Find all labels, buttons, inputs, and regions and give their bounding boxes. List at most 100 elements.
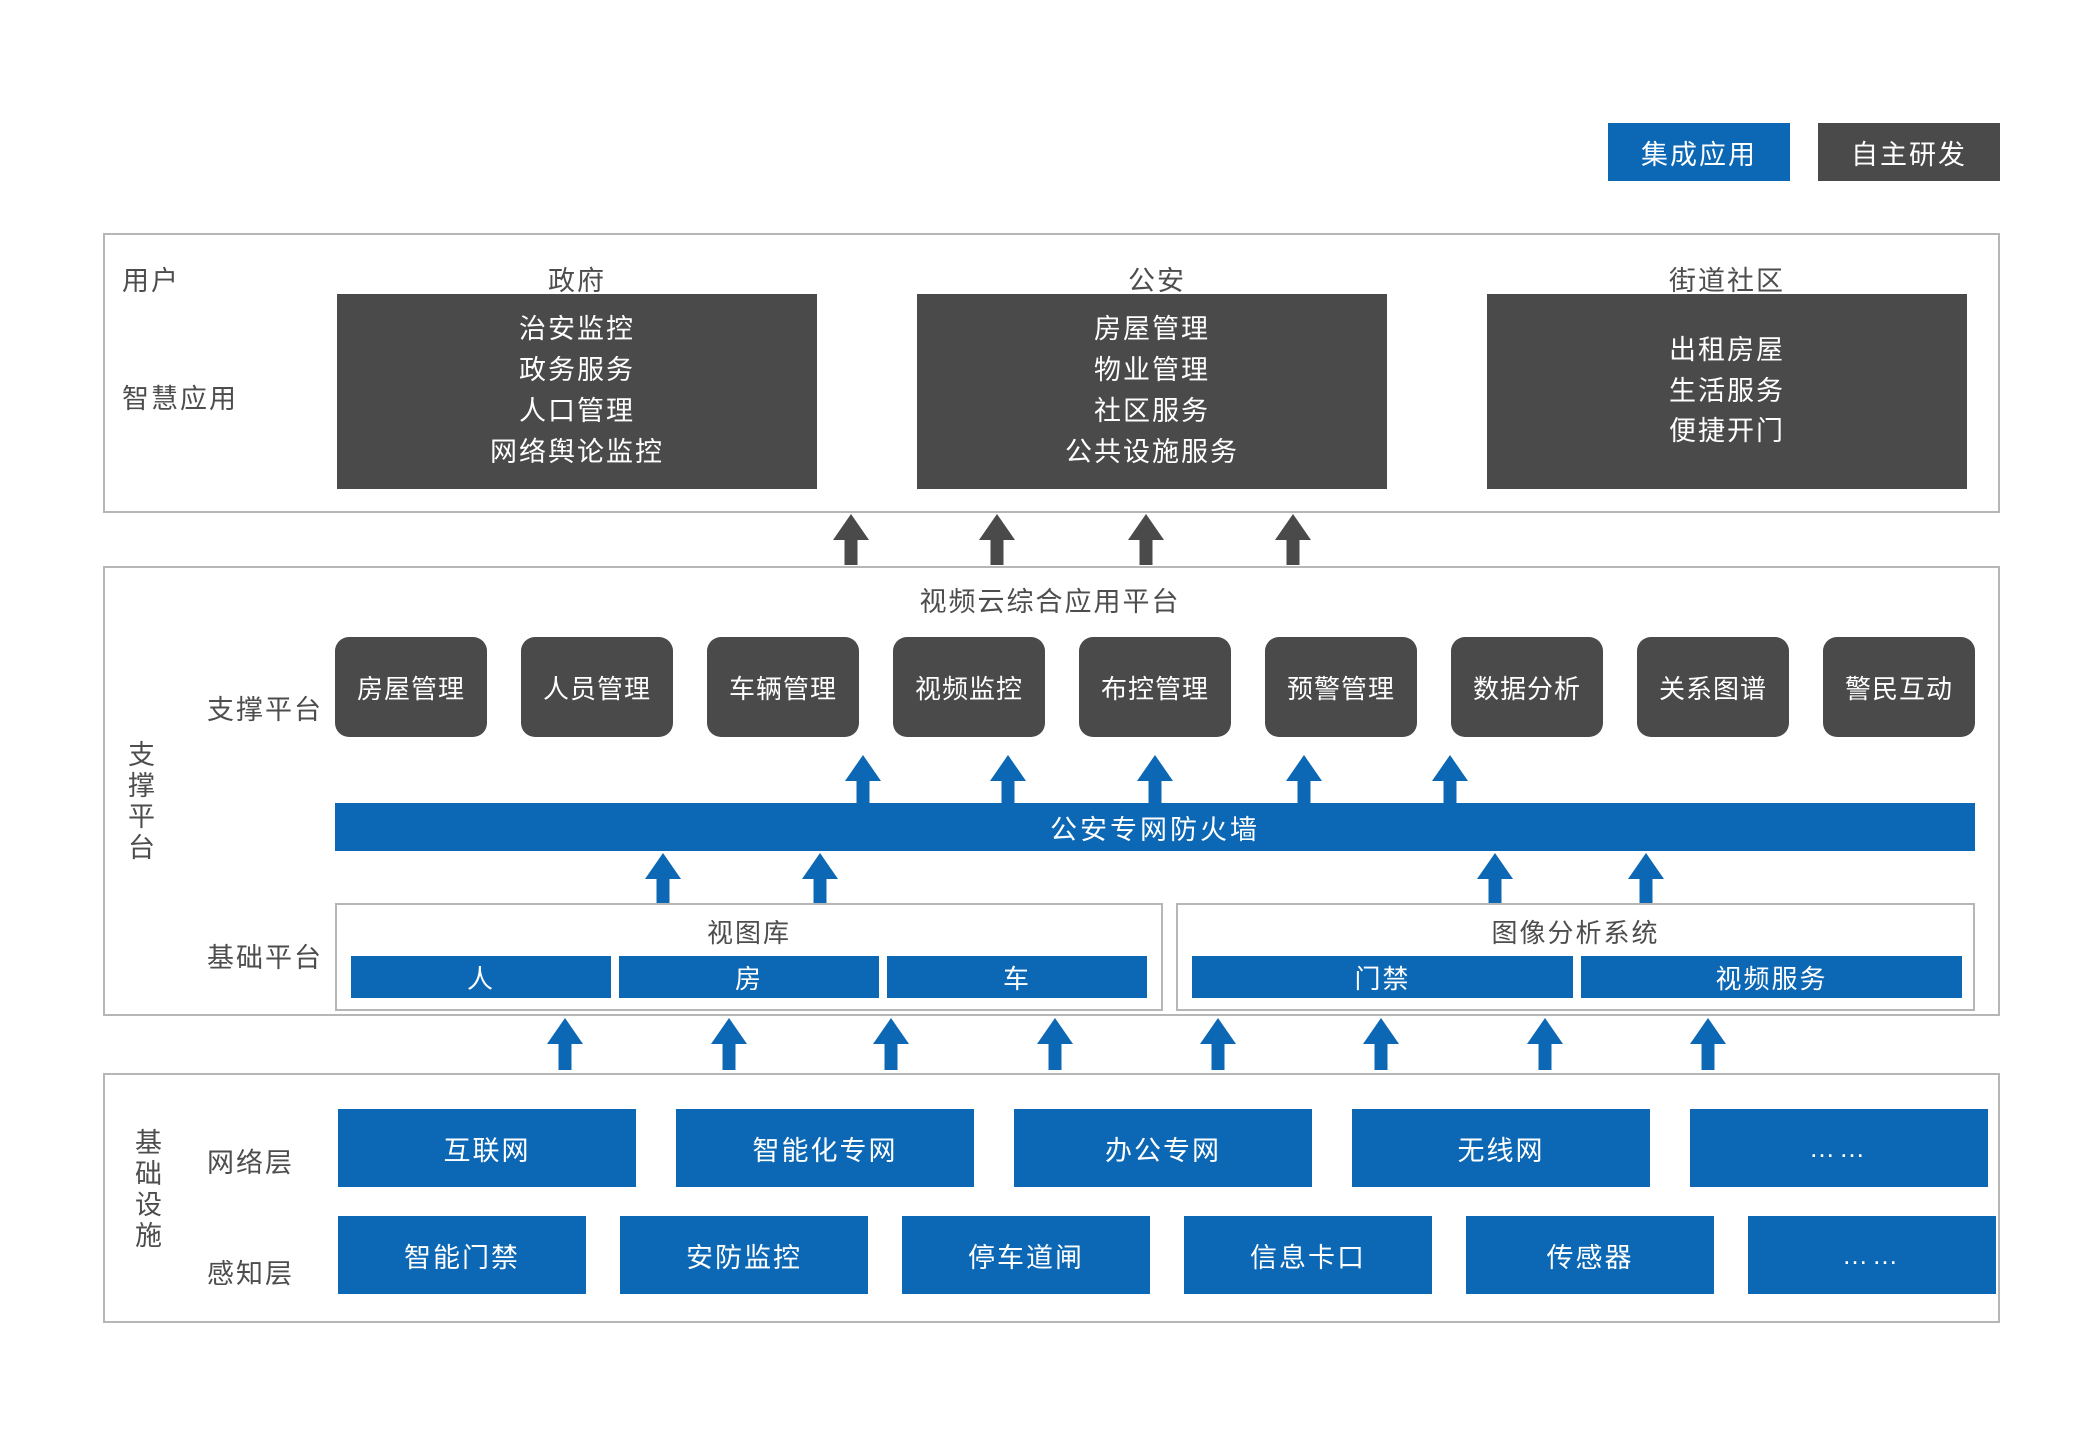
label-smart-applications: 智慧应用	[122, 384, 238, 414]
tile-label: 无线网	[1457, 1135, 1545, 1166]
tile-label: 安防监控	[686, 1242, 802, 1273]
app-item: 生活服务	[1669, 375, 1785, 406]
support-module-personnel[interactable]: 人员管理	[521, 637, 673, 737]
app-card-public-security[interactable]: 房屋管理 物业管理 社区服务 公共设施服务	[917, 294, 1387, 489]
arrow-up-blue	[1286, 755, 1322, 803]
perception-tile-sensor[interactable]: 传感器	[1466, 1216, 1714, 1294]
label-users: 用户	[122, 266, 180, 296]
perception-tile-more[interactable]: ……	[1748, 1216, 1996, 1294]
perception-tile-smart-access[interactable]: 智能门禁	[338, 1216, 586, 1294]
arrow-up-blue	[1200, 1018, 1236, 1070]
arrow-up-dark	[833, 514, 869, 565]
label-base-platform-row: 基础平台	[207, 943, 323, 973]
pill-label: 关系图谱	[1658, 673, 1767, 704]
support-module-deployment-control[interactable]: 布控管理	[1079, 637, 1231, 737]
support-module-video-surveillance[interactable]: 视频监控	[893, 637, 1045, 737]
base-group-image-analysis: 图像分析系统 门禁 视频服务	[1176, 903, 1975, 1011]
app-column-title-street-community: 街道社区	[1669, 266, 1785, 296]
app-column-title-public-security: 公安	[1128, 266, 1186, 296]
arrow-up-blue	[1690, 1018, 1726, 1070]
perception-tile-checkpoint[interactable]: 信息卡口	[1184, 1216, 1432, 1294]
support-module-early-warning[interactable]: 预警管理	[1265, 637, 1417, 737]
app-card-street-community[interactable]: 出租房屋 生活服务 便捷开门	[1487, 294, 1967, 489]
pill-label: 预警管理	[1286, 673, 1395, 704]
support-module-relationship-graph[interactable]: 关系图谱	[1637, 637, 1789, 737]
support-module-housing[interactable]: 房屋管理	[335, 637, 487, 737]
tile-label: 信息卡口	[1250, 1242, 1366, 1273]
base-item-label: 门禁	[1354, 963, 1411, 994]
pill-label: 房屋管理	[356, 673, 465, 704]
base-item-label: 人	[466, 963, 495, 994]
pill-label: 警民互动	[1844, 673, 1953, 704]
base-item-label: 车	[1002, 963, 1031, 994]
arrow-up-blue	[711, 1018, 747, 1070]
support-module-police-citizen[interactable]: 警民互动	[1823, 637, 1975, 737]
support-module-data-analysis[interactable]: 数据分析	[1451, 637, 1603, 737]
label-infrastructure-vertical: 基础设施	[131, 1128, 161, 1252]
legend-label: 集成应用	[1641, 139, 1757, 170]
arrow-up-blue	[845, 755, 881, 803]
legend-item-integrated-application[interactable]: 集成应用	[1608, 123, 1790, 181]
pill-label: 视频监控	[914, 673, 1023, 704]
firewall-label: 公安专网防火墙	[1050, 814, 1260, 845]
app-item: 网络舆论监控	[490, 436, 664, 467]
arrow-up-blue	[1527, 1018, 1563, 1070]
platform-title: 视频云综合应用平台	[919, 587, 1181, 617]
base-item-access-control[interactable]: 门禁	[1192, 956, 1573, 998]
app-card-government[interactable]: 治安监控 政务服务 人口管理 网络舆论监控	[337, 294, 817, 489]
arrow-up-dark	[1275, 514, 1311, 565]
pill-label: 数据分析	[1472, 673, 1581, 704]
app-item: 公共设施服务	[1065, 436, 1239, 467]
arrow-up-blue	[1363, 1018, 1399, 1070]
legend: 集成应用 自主研发	[1608, 123, 2000, 181]
base-item-video-service[interactable]: 视频服务	[1581, 956, 1962, 998]
base-group-title: 图像分析系统	[1491, 918, 1660, 948]
app-item: 社区服务	[1094, 396, 1210, 426]
label-support-platform-vertical: 支撑平台	[124, 740, 154, 864]
arrow-up-dark	[979, 514, 1015, 565]
pill-label: 布控管理	[1100, 673, 1209, 704]
network-tile-wireless[interactable]: 无线网	[1352, 1109, 1650, 1187]
arrow-up-blue	[802, 853, 838, 903]
tile-label: 传感器	[1546, 1242, 1634, 1273]
base-group-title: 视图库	[706, 918, 791, 948]
label-support-platform-row: 支撑平台	[207, 695, 323, 725]
base-item-house[interactable]: 房	[619, 956, 879, 998]
base-item-label: 房	[734, 963, 763, 994]
label-network-layer: 网络层	[207, 1148, 294, 1178]
network-tile-more[interactable]: ……	[1690, 1109, 1988, 1187]
network-tile-office-private[interactable]: 办公专网	[1014, 1109, 1312, 1187]
legend-item-self-developed[interactable]: 自主研发	[1818, 123, 2000, 181]
firewall-bar[interactable]: 公安专网防火墙	[335, 803, 1975, 851]
arrow-up-blue	[1477, 853, 1513, 903]
tile-label: ……	[1809, 1132, 1869, 1163]
app-item: 物业管理	[1094, 355, 1210, 386]
app-item: 出租房屋	[1669, 334, 1785, 365]
tile-label: 办公专网	[1105, 1135, 1221, 1166]
base-item-vehicle[interactable]: 车	[887, 956, 1147, 998]
base-item-person[interactable]: 人	[351, 956, 611, 998]
arrow-up-blue	[873, 1018, 909, 1070]
label-perception-layer: 感知层	[207, 1259, 294, 1289]
arrow-up-dark	[1128, 514, 1164, 565]
support-module-vehicle[interactable]: 车辆管理	[707, 637, 859, 737]
network-tile-internet[interactable]: 互联网	[338, 1109, 636, 1187]
tile-label: 智能化专网	[752, 1135, 898, 1166]
perception-tile-parking-barrier[interactable]: 停车道闸	[902, 1216, 1150, 1294]
app-item: 房屋管理	[1094, 314, 1210, 345]
app-item: 便捷开门	[1669, 416, 1785, 447]
legend-label: 自主研发	[1851, 139, 1967, 170]
tile-label: 互联网	[443, 1135, 531, 1166]
app-item: 人口管理	[519, 396, 635, 426]
base-item-label: 视频服务	[1715, 963, 1828, 994]
arrow-up-blue	[1137, 755, 1173, 803]
pill-label: 车辆管理	[728, 673, 837, 704]
tile-label: 停车道闸	[968, 1242, 1084, 1273]
app-column-title-government: 政府	[548, 266, 606, 296]
arrow-up-blue	[990, 755, 1026, 803]
arrow-up-blue	[1037, 1018, 1073, 1070]
network-tile-intelligent-private[interactable]: 智能化专网	[676, 1109, 974, 1187]
perception-tile-security-surveillance[interactable]: 安防监控	[620, 1216, 868, 1294]
app-item: 治安监控	[519, 314, 635, 345]
